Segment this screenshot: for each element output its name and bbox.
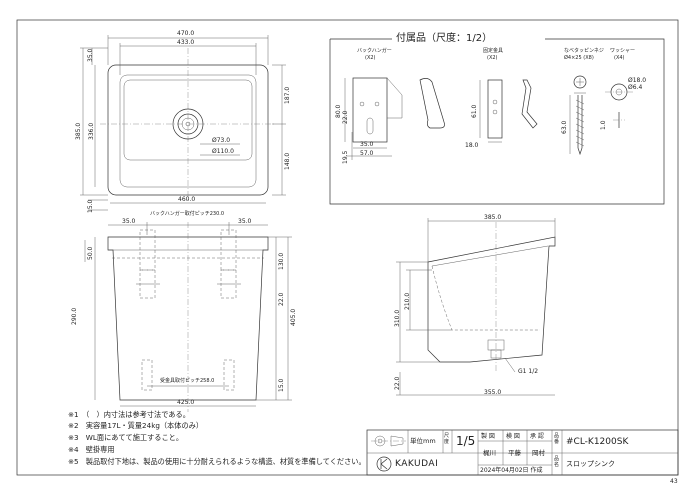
side-drain-thread: G1 1/2 bbox=[518, 368, 539, 375]
note-4: ※4 壁掛専用 bbox=[68, 445, 115, 454]
note-5: ※5 製品取付下地は、製品の使用に十分耐えられるような構造、材質を準備してくださ… bbox=[68, 457, 366, 466]
hanger-height-dim: 80.0 bbox=[335, 104, 342, 118]
page-number: 43 bbox=[670, 478, 678, 485]
side-view bbox=[396, 218, 556, 396]
hanger-side-dim: 22.0 bbox=[342, 110, 349, 124]
note-3: ※3 WL面にあてて施工すること。 bbox=[68, 433, 184, 442]
unit-label: 単位mm bbox=[410, 437, 436, 445]
product-name: スロップシンク bbox=[566, 460, 615, 468]
hanger-width2-dim: 57.0 bbox=[360, 150, 374, 157]
accessories-panel bbox=[329, 38, 665, 205]
screw-length-dim: 63.0 bbox=[561, 120, 568, 134]
scale-value: 1/5 bbox=[456, 434, 476, 448]
header-approved: 承 認 bbox=[530, 433, 544, 440]
checked-by: 平藤 bbox=[508, 449, 521, 457]
front-right-mid: 22.0 bbox=[278, 292, 285, 306]
title-block-frame bbox=[366, 429, 679, 476]
screw-name: なべタッピンネジ bbox=[564, 48, 604, 54]
top-width-outer: 470.0 bbox=[177, 30, 195, 37]
top-rim-dim: 35.0 bbox=[87, 48, 94, 62]
top-right-upper: 187.0 bbox=[284, 86, 291, 104]
side-view-body bbox=[427, 236, 556, 363]
front-bottom-width: 425.0 bbox=[177, 399, 195, 406]
front-left-offset: 35.0 bbox=[122, 218, 136, 225]
washer-name: ワッシャー bbox=[610, 48, 636, 54]
note-2: ※2 実容量17L・質量24kg（本体のみ） bbox=[68, 421, 204, 430]
washer-od-dim: Ø18.0 bbox=[628, 77, 647, 84]
hanger-width1-dim: 35.0 bbox=[360, 141, 374, 148]
hanger-name: バックハンガー bbox=[357, 48, 392, 54]
hanger-front bbox=[352, 77, 388, 143]
side-height-inner: 210.0 bbox=[404, 292, 411, 310]
drain-outer-circle bbox=[172, 108, 204, 140]
top-bottom-width: 460.0 bbox=[178, 196, 196, 203]
screw-head bbox=[573, 75, 587, 89]
washer-id-dim: Ø6.4 bbox=[628, 84, 643, 91]
side-top-depth: 385.0 bbox=[484, 214, 502, 221]
top-width-inner: 433.0 bbox=[177, 39, 195, 46]
top-right-lower: 148.0 bbox=[284, 152, 291, 170]
washer-thickness-dim: 1.0 bbox=[600, 120, 607, 130]
sheet-border bbox=[16, 19, 679, 476]
drawing-date: 2024年04月02日 作成 bbox=[480, 467, 543, 474]
bracket-width-dim: 18.0 bbox=[465, 142, 479, 149]
approved-by: 岡村 bbox=[532, 449, 545, 457]
product-number: #CL-K1200SK bbox=[566, 437, 629, 447]
side-bottom-depth: 355.0 bbox=[484, 389, 502, 396]
header-drawn: 製 図 bbox=[481, 433, 495, 440]
drain-outer-dim: Ø110.0 bbox=[212, 148, 234, 155]
note-1: ※1 （ ）内寸法は参考寸法である。 bbox=[68, 410, 190, 419]
accessories-frame bbox=[329, 38, 665, 205]
name-label: 品名 bbox=[554, 456, 560, 468]
header-checked: 検 図 bbox=[506, 433, 520, 440]
hanger-qty: (X2) bbox=[365, 55, 376, 61]
front-foot: 15.0 bbox=[278, 378, 285, 392]
top-bottom-gap: 15.0 bbox=[87, 199, 94, 213]
front-hanger-pitch: バックハンガー取付ピッチ230.0 bbox=[150, 211, 225, 217]
kakudai-logo-icon bbox=[376, 456, 392, 472]
title-block bbox=[366, 429, 679, 476]
front-rim-dim: 50.0 bbox=[87, 246, 94, 260]
bracket-front bbox=[487, 79, 503, 139]
accessories-title: 付属品（尺度：1/2） bbox=[396, 33, 493, 44]
front-left-height: 290.0 bbox=[71, 307, 78, 325]
front-right-upper: 130.0 bbox=[278, 252, 285, 270]
bracket-height-dim: 61.0 bbox=[471, 104, 478, 118]
bracket-qty: (X2) bbox=[487, 55, 498, 61]
number-label: 品番 bbox=[554, 433, 560, 445]
front-bracket-pitch: 受金具取付ピッチ258.0 bbox=[160, 378, 215, 384]
top-depth-inner: 336.0 bbox=[88, 122, 95, 140]
scale-label: 尺度 bbox=[444, 433, 450, 445]
brand-name: KAKUDAI bbox=[395, 459, 439, 469]
top-view bbox=[80, 35, 286, 211]
washer-qty: (X4) bbox=[614, 55, 625, 61]
drain-inner-circle bbox=[177, 113, 199, 135]
hanger-base-dim: 19.5 bbox=[342, 150, 349, 164]
front-right-total: 405.0 bbox=[290, 308, 297, 326]
side-foot: 22.0 bbox=[394, 376, 401, 390]
front-right-offset: 35.0 bbox=[238, 218, 252, 225]
front-view bbox=[84, 222, 292, 412]
drawn-by: 梶川 bbox=[483, 449, 496, 457]
screw-spec: Ø4×25 (X8) bbox=[564, 55, 594, 61]
bracket-name: 固定金具 bbox=[483, 48, 504, 54]
drain-inner-dim: Ø73.0 bbox=[212, 137, 231, 144]
side-height-total: 310.0 bbox=[394, 309, 401, 327]
top-depth-outer: 385.0 bbox=[75, 122, 82, 140]
